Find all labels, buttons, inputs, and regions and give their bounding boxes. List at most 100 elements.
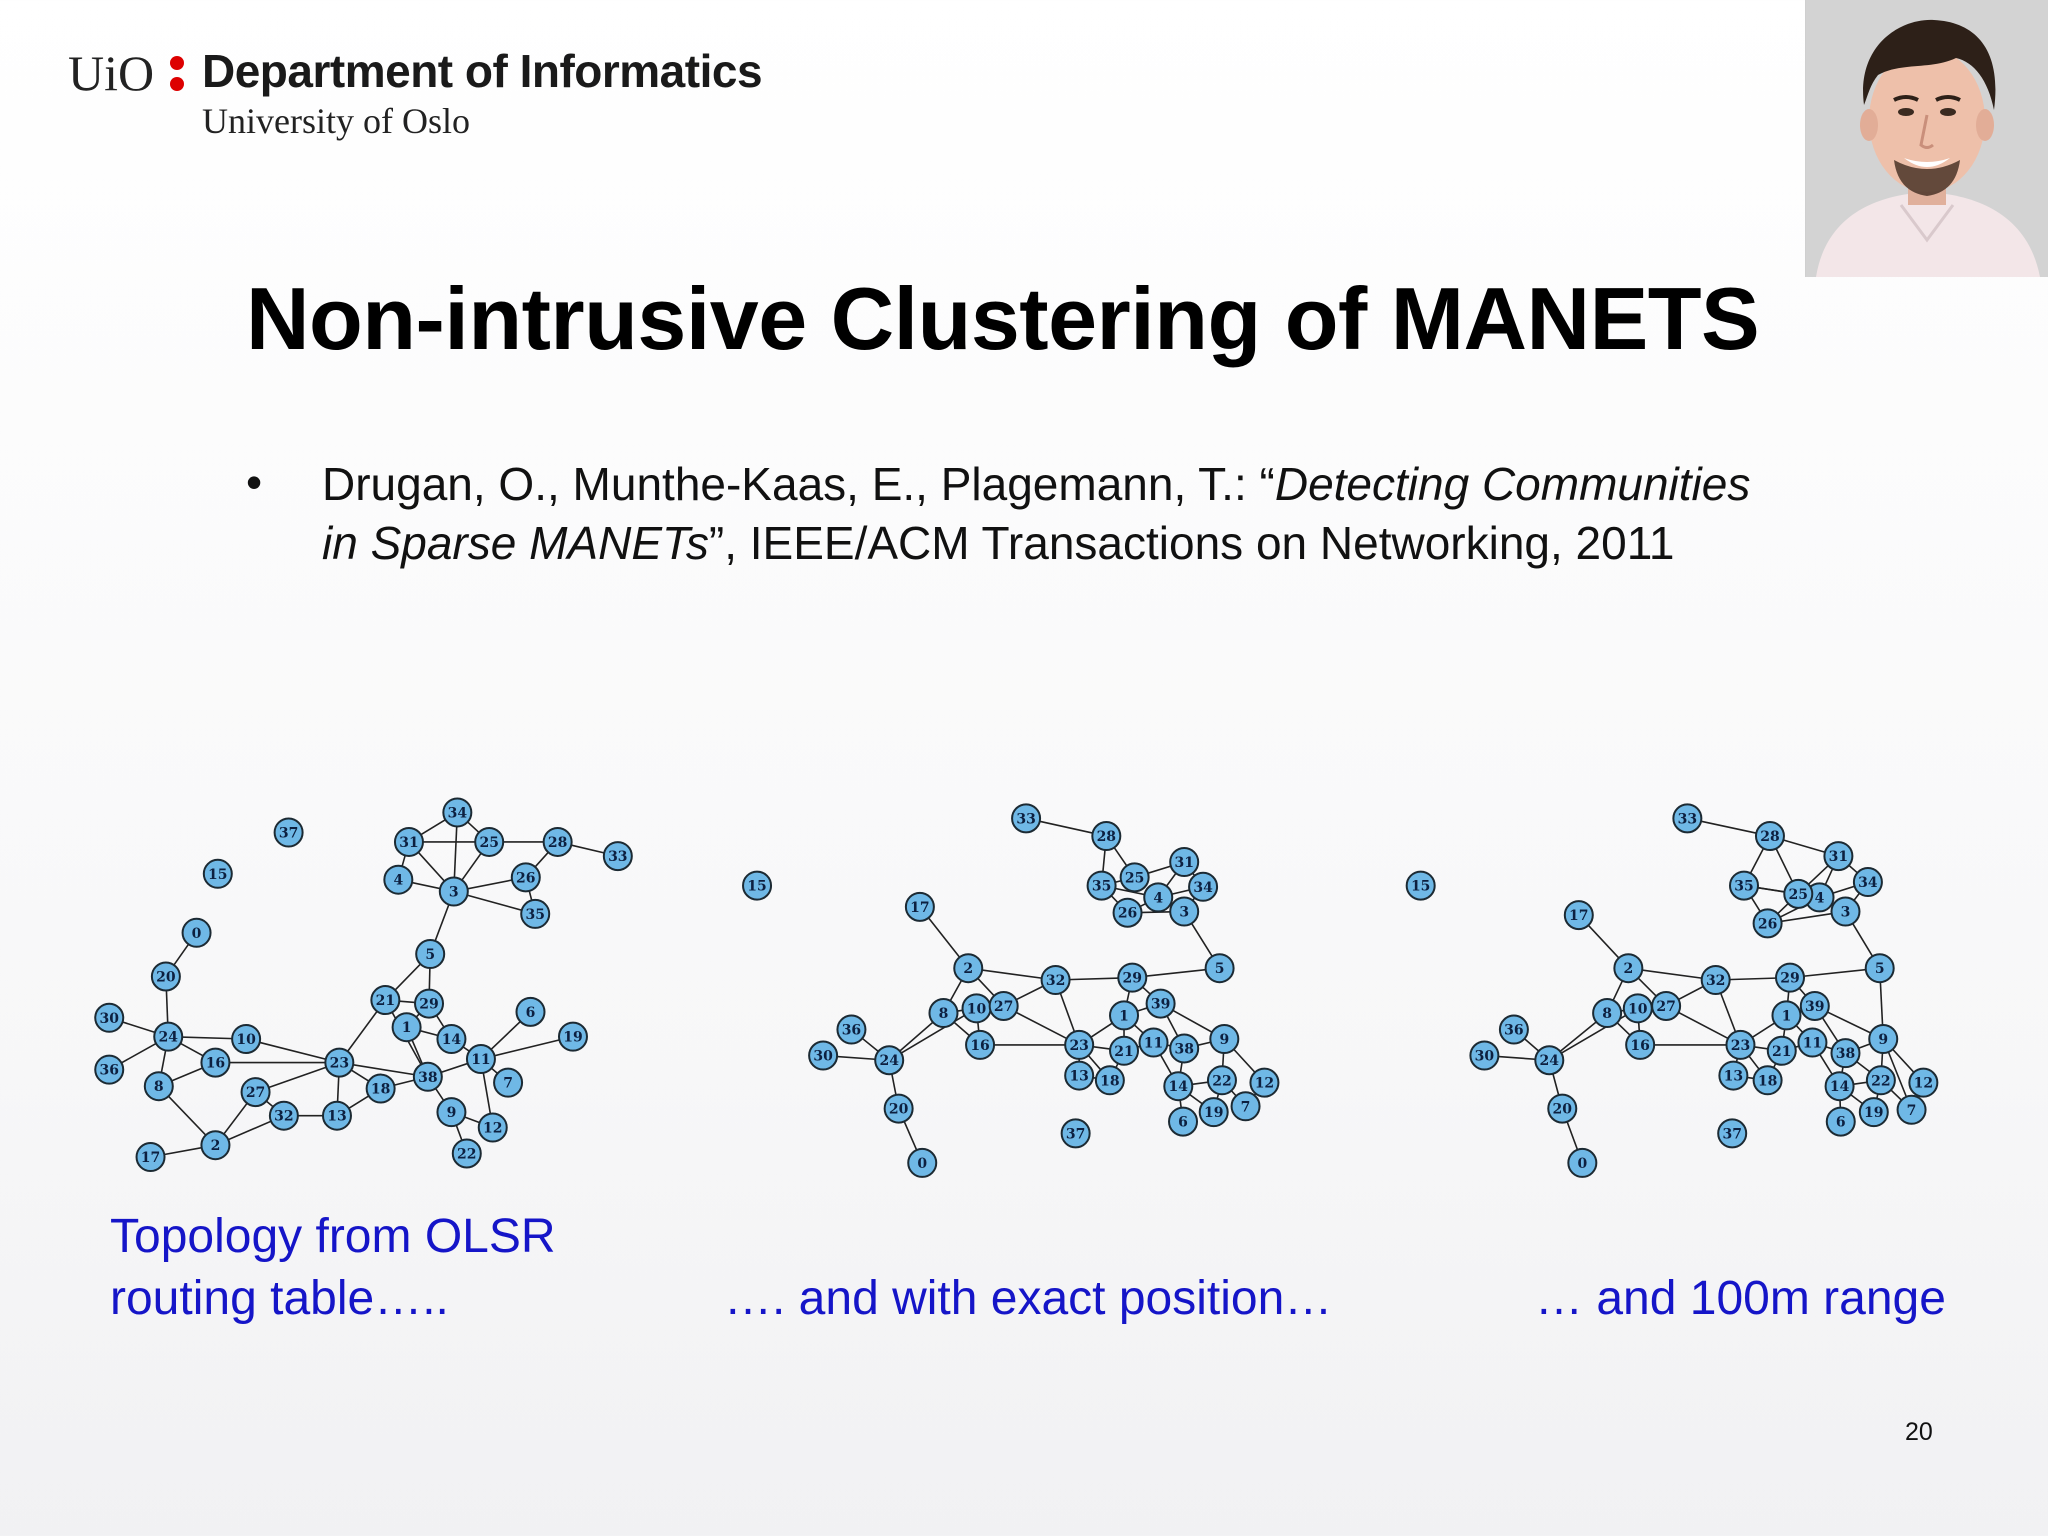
graph-node-1: 1 — [1109, 1000, 1140, 1031]
graph-node-10: 10 — [231, 1024, 262, 1054]
graph-node-12: 12 — [477, 1112, 508, 1143]
graph-node-11: 11 — [1797, 1027, 1828, 1058]
citation-authors: Drugan, O., Munthe-Kaas, E., Plagemann, … — [322, 458, 1275, 510]
graph-node-label: 28 — [1097, 829, 1116, 845]
graph-node-23: 23 — [1725, 1029, 1756, 1060]
graph-node-label: 33 — [608, 849, 627, 865]
graph-node-label: 35 — [1092, 879, 1111, 895]
graph-node-18: 18 — [1094, 1065, 1125, 1096]
graph-node-label: 37 — [279, 826, 298, 842]
graph-node-18: 18 — [1752, 1065, 1783, 1096]
graph-node-32: 32 — [268, 1100, 299, 1131]
graph-node-17: 17 — [135, 1142, 166, 1172]
graph-node-label: 3 — [449, 885, 459, 901]
caption-100m-range-line: … and 100m range — [1535, 1272, 1946, 1325]
graph-node-label: 34 — [448, 805, 468, 821]
graph-node-34: 34 — [442, 797, 473, 828]
graph-node-6: 6 — [1825, 1106, 1856, 1137]
graph-node-37: 37 — [1717, 1118, 1748, 1149]
graph-node-36: 36 — [836, 1014, 867, 1045]
graph-node-23: 23 — [324, 1047, 355, 1078]
graph-node-label: 17 — [1569, 908, 1588, 924]
graph-node-label: 10 — [1628, 1001, 1648, 1017]
graph-node-1: 1 — [1771, 1000, 1802, 1031]
graph-node-13: 13 — [1718, 1060, 1749, 1091]
graph-node-5: 5 — [415, 939, 446, 970]
graph-node-14: 14 — [1824, 1071, 1855, 1102]
graph-node-label: 21 — [376, 993, 395, 1009]
graph-node-13: 13 — [1064, 1060, 1095, 1091]
graph-node-18: 18 — [365, 1073, 396, 1104]
graph-node-21: 21 — [370, 985, 401, 1016]
graph-node-label: 14 — [1830, 1079, 1850, 1095]
graph-node-15: 15 — [742, 870, 773, 901]
graph-node-label: 17 — [141, 1150, 160, 1166]
graph-node-label: 20 — [889, 1102, 909, 1118]
graph-node-6: 6 — [515, 996, 546, 1027]
graph-node-label: 30 — [99, 1011, 119, 1027]
graph-node-30: 30 — [1469, 1040, 1500, 1071]
graph-node-label: 29 — [1780, 971, 1799, 987]
graph-node-label: 21 — [1114, 1044, 1133, 1060]
graph-node-7: 7 — [1230, 1091, 1261, 1122]
graph-node-36: 36 — [1498, 1014, 1529, 1045]
graph-node-label: 35 — [1734, 879, 1753, 895]
graph-node-label: 4 — [393, 873, 403, 889]
graph-node-label: 10 — [236, 1032, 256, 1048]
graph-node-label: 38 — [1174, 1041, 1193, 1057]
graph-node-23: 23 — [1064, 1029, 1095, 1060]
graph-node-label: 23 — [1069, 1038, 1088, 1054]
graph-node-4: 4 — [1143, 882, 1174, 913]
graph-node-label: 31 — [1829, 849, 1848, 865]
graph-node-label: 25 — [1125, 870, 1144, 886]
graph-node-label: 4 — [1815, 890, 1825, 906]
graph-node-label: 11 — [1144, 1036, 1163, 1052]
uio-logo: UiO — [68, 45, 155, 101]
graph-node-label: 6 — [1836, 1115, 1846, 1131]
caption-exact-position-line: …. and with exact position… — [724, 1272, 1333, 1325]
graph-node-label: 6 — [526, 1005, 536, 1021]
graph-node-label: 27 — [1656, 999, 1675, 1015]
graph-node-15: 15 — [1405, 870, 1436, 901]
graph-node-label: 1 — [1782, 1008, 1792, 1024]
graph-node-17: 17 — [904, 891, 935, 922]
graph-node-label: 7 — [1241, 1099, 1251, 1115]
graph-node-30: 30 — [808, 1040, 839, 1071]
graph-node-34: 34 — [1852, 867, 1883, 898]
graph-node-21: 21 — [1109, 1035, 1140, 1066]
citation-text: Drugan, O., Munthe-Kaas, E., Plagemann, … — [322, 455, 2022, 573]
graph-node-14: 14 — [1163, 1071, 1194, 1102]
graph-node-label: 15 — [747, 879, 766, 895]
graph-node-label: 3 — [1179, 905, 1189, 921]
graph-node-35: 35 — [520, 898, 551, 929]
graph-node-label: 36 — [99, 1063, 118, 1079]
graph-node-31: 31 — [393, 826, 424, 857]
graph-node-38: 38 — [1169, 1033, 1200, 1064]
graph-node-3: 3 — [1169, 896, 1200, 927]
graph-node-0: 0 — [907, 1147, 938, 1178]
graph-node-2: 2 — [200, 1130, 231, 1161]
graph-node-11: 11 — [1138, 1027, 1169, 1058]
graph-node-37: 37 — [1060, 1118, 1091, 1149]
graph-node-17: 17 — [1563, 900, 1594, 931]
graph-node-label: 35 — [525, 907, 544, 923]
graph-node-15: 15 — [202, 858, 233, 889]
graph-node-label: 33 — [1016, 811, 1035, 827]
network-graph-exact-position: 0123456789101112131415161718192021222324… — [742, 803, 1280, 1178]
graph-node-8: 8 — [1592, 998, 1623, 1029]
graph-node-label: 38 — [1836, 1046, 1855, 1062]
graph-node-22: 22 — [1865, 1065, 1896, 1096]
caption-olsr-line-1: Topology from OLSR — [110, 1210, 556, 1263]
graph-node-5: 5 — [1864, 953, 1895, 984]
graph-node-11: 11 — [465, 1044, 496, 1075]
graph-node-27: 27 — [240, 1077, 271, 1108]
graph-node-27: 27 — [988, 990, 1019, 1021]
graph-node-35: 35 — [1729, 870, 1759, 901]
graph-node-label: 18 — [1758, 1073, 1777, 1089]
graph-node-label: 27 — [994, 999, 1013, 1015]
graph-node-25: 25 — [1119, 862, 1150, 893]
graph-node-13: 13 — [321, 1100, 352, 1131]
graph-node-label: 11 — [1803, 1036, 1822, 1052]
graph-node-0: 0 — [1567, 1147, 1598, 1178]
graph-edge — [480, 1035, 574, 1060]
